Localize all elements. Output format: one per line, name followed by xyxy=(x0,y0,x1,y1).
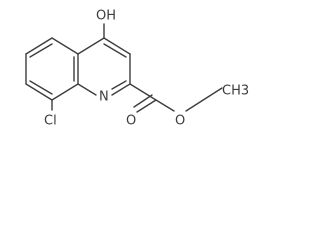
bond xyxy=(111,80,127,90)
bond xyxy=(103,43,127,58)
bond xyxy=(77,37,105,55)
bond xyxy=(29,80,53,95)
bond xyxy=(25,37,53,55)
bond xyxy=(129,83,157,101)
bond xyxy=(29,43,53,58)
bond xyxy=(185,87,223,112)
bond xyxy=(103,37,131,55)
ester-oxygen-label: O xyxy=(175,114,185,129)
bond xyxy=(111,83,131,96)
atom-labels: OH N Cl O O CH3 xyxy=(44,9,249,129)
chlorine-label: Cl xyxy=(44,114,57,129)
bond xyxy=(25,83,53,101)
chemical-structure-diagram: OH N Cl O O CH3 xyxy=(25,9,249,129)
bond xyxy=(155,99,175,112)
bond xyxy=(51,37,79,55)
carbonyl-oxygen-label: O xyxy=(126,114,136,129)
methyl-label: CH3 xyxy=(222,84,249,99)
bond xyxy=(77,83,97,96)
ring-nitrogen-label: N xyxy=(99,90,109,105)
bond xyxy=(51,83,79,101)
bond xyxy=(136,99,157,113)
bond xyxy=(133,94,153,108)
hydroxyl-label: OH xyxy=(96,9,116,24)
bonds xyxy=(25,23,223,113)
